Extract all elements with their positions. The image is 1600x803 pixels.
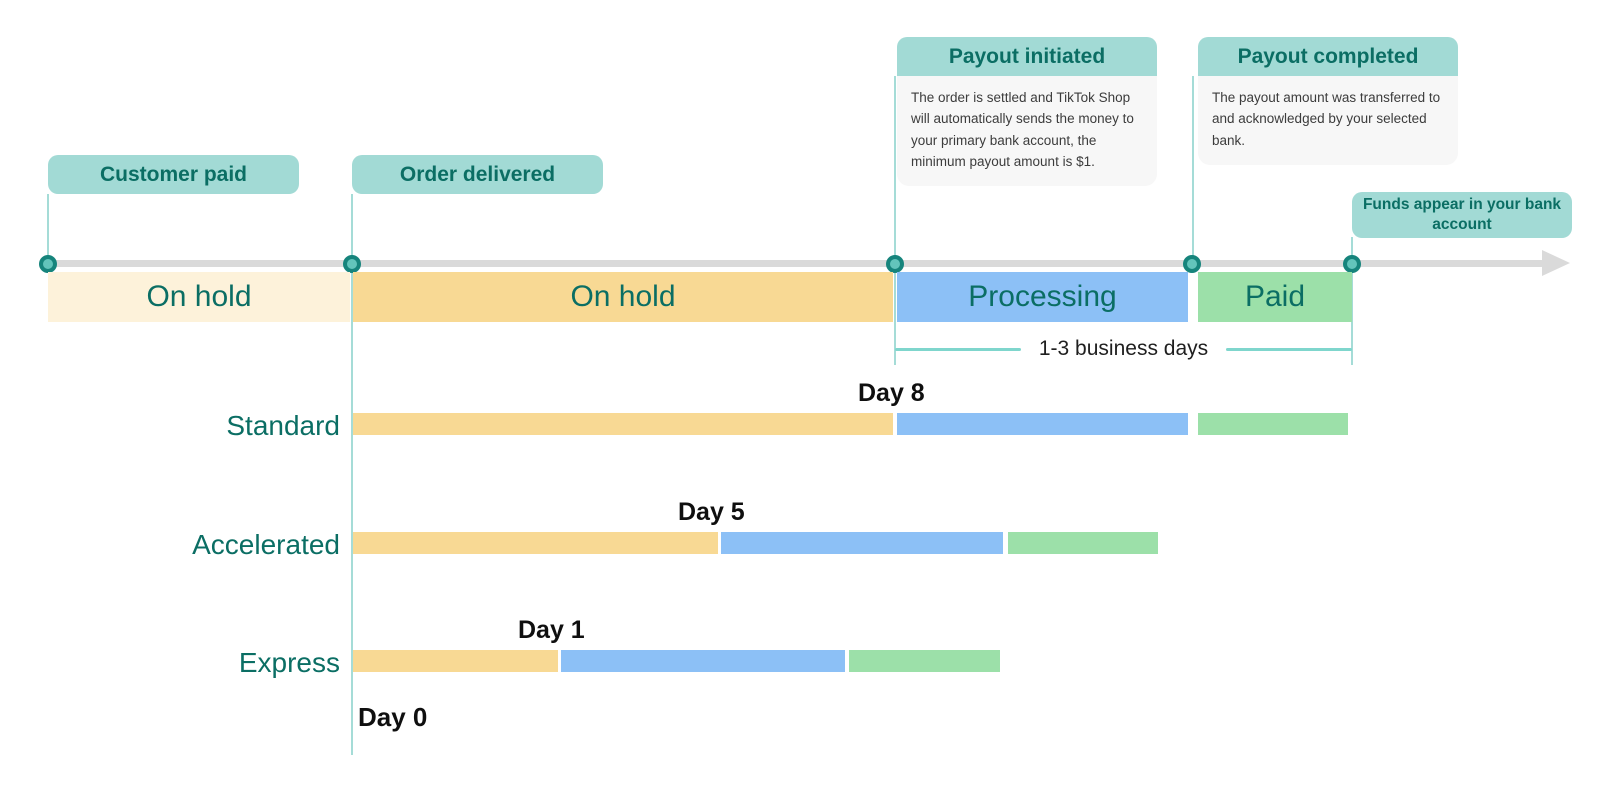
status-segment-on-hold-before-delivery: On hold — [48, 272, 350, 322]
timeline-node-customer-paid — [39, 255, 57, 273]
event-label-payout-completed: Payout completed — [1198, 37, 1458, 76]
standard-processing-bar — [897, 413, 1188, 435]
bracket-line-right — [1226, 347, 1353, 351]
connector-line-payout-initiated — [894, 76, 896, 365]
accelerated-processing-bar — [721, 532, 1003, 554]
standard-paid-bar — [1198, 413, 1348, 435]
row-label-express: Express — [238, 647, 340, 678]
day-label-express: Day 1 — [518, 616, 585, 644]
event-description-payout-completed: The payout amount was transferred to and… — [1198, 76, 1458, 165]
row-label-standard: Standard — [226, 410, 340, 441]
status-segment-paid: Paid — [1198, 272, 1352, 322]
timeline-node-payout-completed — [1183, 255, 1201, 273]
bracket-label: 1-3 business days — [1038, 337, 1209, 360]
status-segment-processing: Processing — [897, 272, 1188, 322]
status-segment-on-hold-after-delivery: On hold — [353, 272, 893, 322]
connector-line-funds-appear — [1351, 237, 1353, 365]
accelerated-paid-bar — [1008, 532, 1158, 554]
day-label-accelerated: Day 5 — [678, 498, 745, 526]
event-label-customer-paid: Customer paid — [48, 155, 299, 194]
express-processing-bar — [561, 650, 845, 672]
row-label-accelerated: Accelerated — [192, 529, 340, 560]
connector-line-order-delivered — [351, 194, 353, 755]
event-label-order-delivered: Order delivered — [352, 155, 603, 194]
timeline-node-funds-appear — [1343, 255, 1361, 273]
timeline-node-payout-initiated — [886, 255, 904, 273]
day-zero-label: Day 0 — [358, 702, 428, 732]
arrow-right-icon — [1542, 250, 1570, 276]
timeline-axis — [40, 260, 1545, 267]
connector-line-payout-completed — [1192, 76, 1194, 264]
event-description-payout-initiated: The order is settled and TikTok Shop wil… — [897, 76, 1157, 187]
standard-on-hold-bar — [353, 413, 893, 435]
business-days-bracket: 1-3 business days — [895, 336, 1353, 362]
accelerated-on-hold-bar — [353, 532, 718, 554]
bracket-line-left — [895, 347, 1021, 351]
express-on-hold-bar — [353, 650, 558, 672]
express-paid-bar — [849, 650, 1000, 672]
event-label-funds-appear: Funds appear in your bank account — [1352, 192, 1572, 238]
timeline-node-order-delivered — [343, 255, 361, 273]
event-label-payout-initiated: Payout initiated — [897, 37, 1157, 76]
day-label-standard: Day 8 — [858, 379, 925, 407]
connector-line-customer-paid — [47, 194, 49, 264]
